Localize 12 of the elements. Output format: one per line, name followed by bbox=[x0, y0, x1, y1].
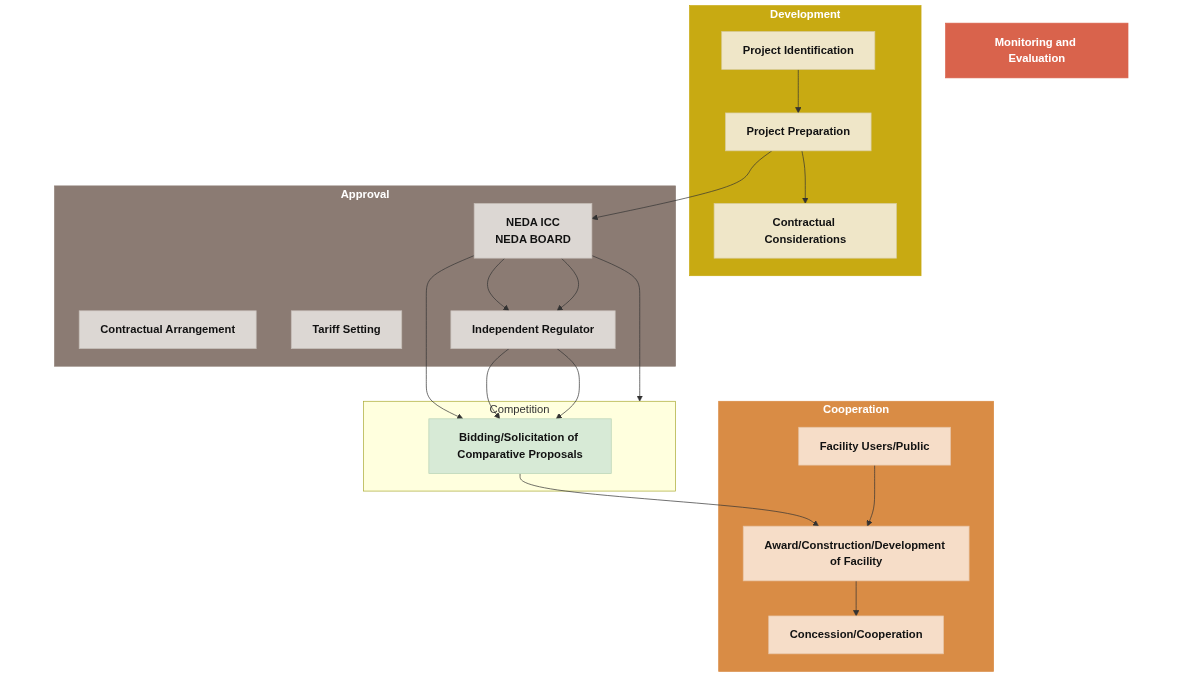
node-box: Project Identification bbox=[721, 31, 875, 70]
node-box: Tariff Setting bbox=[290, 310, 402, 349]
node-box: Award/Construction/Development of Facility bbox=[742, 525, 970, 582]
node-box: Bidding/Solicitation of Comparative Proposals bbox=[428, 418, 612, 474]
node-box: NEDA ICC NEDA BOARD bbox=[473, 203, 592, 259]
node-box: Contractual Considerations bbox=[713, 203, 897, 259]
node-box: Concession/Cooperation bbox=[768, 615, 944, 655]
node-box: Monitoring and Evaluation bbox=[944, 22, 1129, 79]
node-box: Contractual Arrangement bbox=[78, 310, 257, 349]
node-box: Facility Users/Public bbox=[798, 426, 951, 466]
node-box: Project Preparation bbox=[724, 112, 872, 152]
node-box: Independent Regulator bbox=[450, 310, 616, 349]
